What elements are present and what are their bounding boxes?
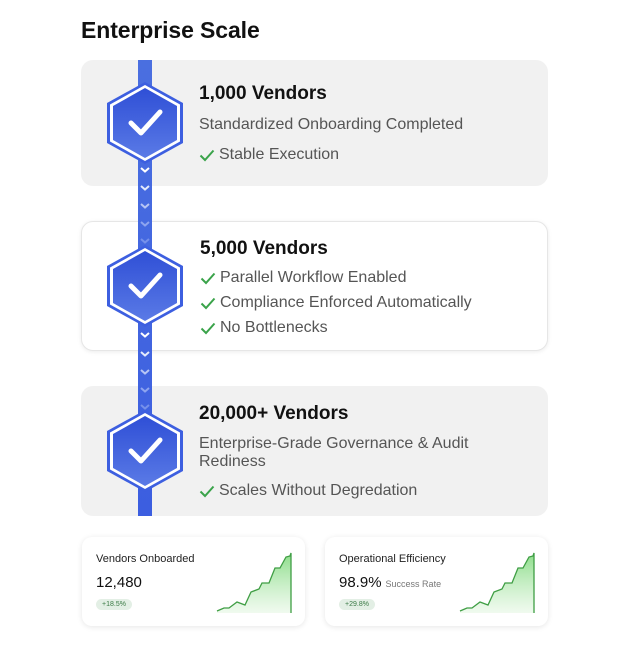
- metric-value-suffix: Success Rate: [385, 579, 442, 589]
- metric-label: Operational Efficiency: [339, 553, 446, 565]
- chevron-down-icon: [140, 387, 150, 393]
- check-item-label: No Bottlenecks: [220, 319, 328, 336]
- metric-value-number: 12,480: [96, 574, 142, 591]
- check-item: No Bottlenecks: [200, 319, 328, 337]
- stage-title: 1,000 Vendors: [199, 83, 327, 104]
- metric-card-operational-efficiency: Operational Efficiency 98.9%Success Rate…: [325, 537, 548, 626]
- checkmark-icon: [200, 322, 216, 335]
- chevron-down-icon: [140, 404, 150, 410]
- hexagon-check-icon: [107, 410, 183, 492]
- metric-change-badge: +29.8%: [339, 599, 375, 610]
- page-title: Enterprise Scale: [81, 17, 260, 43]
- metric-value-number: 98.9%: [339, 574, 382, 591]
- checkmark-icon: [200, 272, 216, 285]
- hexagon-check-icon: [107, 82, 183, 164]
- checkmark-icon: [199, 149, 215, 162]
- stage-subtitle: Enterprise-Grade Governance & Audit Redi…: [199, 435, 469, 470]
- check-item-label: Stable Execution: [219, 146, 340, 163]
- stage-subtitle: Standardized Onboarding Completed: [199, 116, 464, 133]
- sparkline-chart-icon: [459, 552, 535, 613]
- check-item-label: Scales Without Degredation: [219, 482, 418, 499]
- check-item: Scales Without Degredation: [199, 482, 417, 500]
- metric-change-badge: +18.5%: [96, 599, 132, 610]
- chevron-down-icon: [140, 332, 150, 338]
- metric-label: Vendors Onboarded: [96, 553, 195, 565]
- metric-card-vendors-onboarded: Vendors Onboarded 12,480 +18.5%: [82, 537, 305, 626]
- stage-title: 20,000+ Vendors: [199, 403, 349, 424]
- chevron-down-icon: [140, 185, 150, 191]
- sparkline-chart-icon: [216, 552, 292, 613]
- chevron-down-icon: [140, 238, 150, 244]
- check-item-label: Parallel Workflow Enabled: [220, 269, 407, 286]
- checkmark-icon: [200, 297, 216, 310]
- stage-title: 5,000 Vendors: [200, 238, 328, 259]
- chevron-down-icon: [140, 221, 150, 227]
- chevron-down-icon: [140, 369, 150, 375]
- check-item: Compliance Enforced Automatically: [200, 294, 472, 312]
- chevron-down-icon: [140, 167, 150, 173]
- metric-value: 98.9%Success Rate: [339, 574, 441, 591]
- chevron-down-icon: [140, 203, 150, 209]
- checkmark-icon: [199, 485, 215, 498]
- hexagon-check-icon: [107, 245, 183, 327]
- stage-card-5000-vendors: 5,000 Vendors Parallel Workflow Enabled …: [81, 221, 548, 351]
- metric-value: 12,480: [96, 574, 142, 591]
- check-item-label: Compliance Enforced Automatically: [220, 294, 472, 311]
- check-item: Stable Execution: [199, 146, 339, 164]
- chevron-down-icon: [140, 351, 150, 357]
- check-item: Parallel Workflow Enabled: [200, 269, 406, 287]
